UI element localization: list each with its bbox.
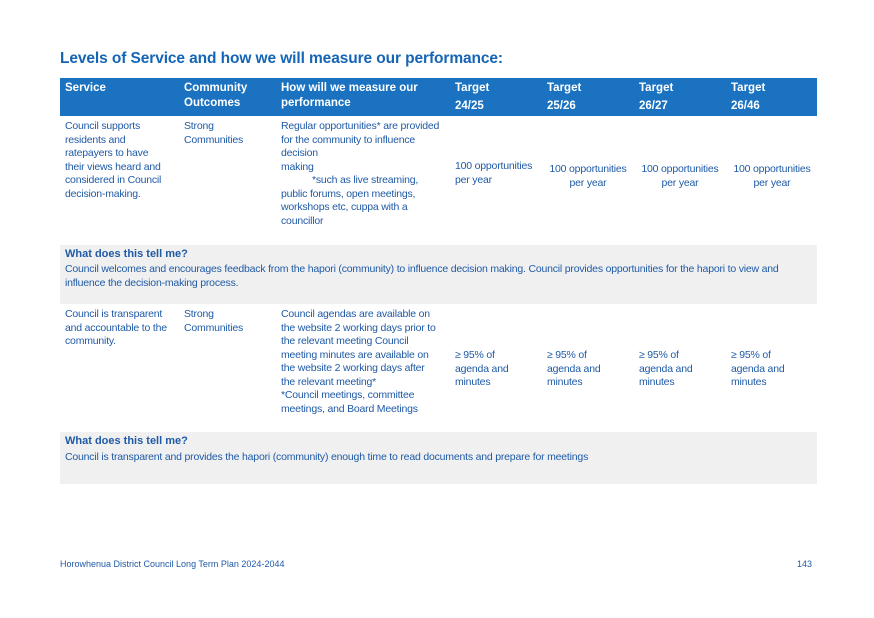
row2-outcome-line: Communities xyxy=(184,321,244,334)
row1-measure-line: making xyxy=(281,160,314,173)
row2-service-line: community. xyxy=(65,335,116,347)
row2-target-line: agenda and xyxy=(731,362,785,375)
row1-target-line: 100 opportunities xyxy=(733,163,811,175)
row2-measure-line: the relevant meeting* xyxy=(281,375,377,388)
row2-target-line: minutes xyxy=(639,376,675,388)
header-target-label: Target xyxy=(731,82,766,94)
row2-target-line: agenda and xyxy=(547,362,601,375)
row2-target-25-26: ≥ 95% of agenda and minutes xyxy=(547,349,632,390)
header-target-year: 25/26 xyxy=(547,100,576,112)
header-measure-line2: performance xyxy=(281,97,351,109)
row1-service-line: Council supports xyxy=(65,120,141,132)
header-target-year: 26/27 xyxy=(639,100,668,112)
row2-measure-line: the relevant meeting Council xyxy=(281,335,409,347)
row1-measure-line: *such as live streaming, xyxy=(312,174,419,186)
header-target-year: 24/25 xyxy=(455,100,484,112)
row1-target-26-27: 100 opportunities per year xyxy=(634,163,726,190)
row2-target-line: minutes xyxy=(547,376,583,388)
row2-target-line: ≥ 95% of xyxy=(547,349,587,361)
header-community-outcomes: Community Outcomes xyxy=(179,78,276,116)
header-target-26-27: Target 26/27 xyxy=(634,78,726,116)
row2-target-line: minutes xyxy=(731,376,767,388)
row1-measure: Regular opportunities* are provided for … xyxy=(281,120,451,228)
band1-text: Council welcomes and encourages feedback… xyxy=(65,263,779,289)
row2-target-line: ≥ 95% of xyxy=(639,349,679,361)
row1-target-line: per year xyxy=(753,176,791,189)
row1-measure-line: decision xyxy=(281,147,318,159)
row1-target-line: per year xyxy=(569,176,607,189)
row2-target-24-25: ≥ 95% of agenda and minutes xyxy=(455,349,540,390)
row2-measure-line: the website 2 working days prior to xyxy=(281,321,436,334)
header-measure-line1: How will we measure our xyxy=(281,82,418,94)
row1-target-25-26: 100 opportunities per year xyxy=(542,163,634,190)
header-service: Service xyxy=(60,78,179,116)
row1-target-line: per year xyxy=(455,173,492,186)
row1-target-line: per year xyxy=(661,176,699,189)
header-target-26-46: Target 26/46 xyxy=(726,78,817,116)
row1-measure-line: workshops etc, cuppa with a xyxy=(281,201,408,213)
header-target-24-25: Target 24/25 xyxy=(450,78,542,116)
row2-measure-line: Council agendas are available on xyxy=(281,308,430,320)
row1-service: Council supports residents and ratepayer… xyxy=(65,120,179,201)
header-measure: How will we measure our performance xyxy=(276,78,450,116)
header-outcomes-line2: Outcomes xyxy=(184,97,241,109)
info-band-1 xyxy=(60,245,817,304)
footer-page-number: 143 xyxy=(797,559,813,569)
row1-measure-line: public forums, open meetings, xyxy=(281,187,416,200)
header-target-25-26: Target 25/26 xyxy=(542,78,634,116)
row2-outcome-line: Strong xyxy=(184,308,214,320)
header-target-label: Target xyxy=(455,82,490,94)
row1-service-line: ratepayers to have xyxy=(65,147,149,159)
row1-measure-line: for the community to influence xyxy=(281,133,416,146)
band1-heading: What does this tell me? xyxy=(65,248,188,260)
row1-target-line: 100 opportunities xyxy=(549,163,627,175)
header-service-label: Service xyxy=(65,82,106,94)
row2-service: Council is transparent and accountable t… xyxy=(65,308,179,349)
row2-target-line: ≥ 95% of xyxy=(455,349,495,361)
band2-heading: What does this tell me? xyxy=(65,435,188,447)
header-outcomes-line1: Community xyxy=(184,82,248,94)
row1-outcome: Strong Communities xyxy=(184,120,274,147)
row2-target-line: agenda and xyxy=(639,362,693,375)
row2-service-line: Council is transparent xyxy=(65,308,163,320)
row1-service-line: their views heard and xyxy=(65,160,161,173)
row2-target-26-27: ≥ 95% of agenda and minutes xyxy=(639,349,724,390)
row1-measure-line: councillor xyxy=(281,214,324,227)
row1-outcome-line: Strong xyxy=(184,120,214,132)
info-band-2 xyxy=(60,432,817,484)
row1-service-line: residents and xyxy=(65,133,126,146)
row2-target-line: agenda and xyxy=(455,362,509,375)
header-target-label: Target xyxy=(547,82,582,94)
row2-service-line: and accountable to the xyxy=(65,321,167,334)
band2-text: Council is transparent and provides the … xyxy=(65,451,589,463)
row1-target-line: 100 opportunities xyxy=(455,160,533,172)
row2-target-line: minutes xyxy=(455,376,491,388)
page-title: Levels of Service and how we will measur… xyxy=(60,50,503,67)
row2-outcome: Strong Communities xyxy=(184,308,274,335)
row1-target-24-25: 100 opportunities per year xyxy=(455,160,545,187)
row2-target-line: ≥ 95% of xyxy=(731,349,771,361)
row1-target-26-46: 100 opportunities per year xyxy=(726,163,818,190)
header-target-label: Target xyxy=(639,82,674,94)
footer-document-title: Horowhenua District Council Long Term Pl… xyxy=(60,559,285,569)
row2-measure-line: meetings, and Board Meetings xyxy=(281,402,418,415)
row2-target-26-46: ≥ 95% of agenda and minutes xyxy=(731,349,816,390)
row2-measure-line: the website 2 working days after xyxy=(281,362,425,374)
header-target-year: 26/46 xyxy=(731,100,760,112)
row2-measure-line: meeting minutes are available on xyxy=(281,348,429,361)
row1-target-line: 100 opportunities xyxy=(641,163,719,175)
row1-measure-line: Regular opportunities* are provided xyxy=(281,120,440,132)
row1-service-line: considered in Council xyxy=(65,174,162,186)
row2-measure-line: *Council meetings, committee xyxy=(281,389,415,401)
row1-outcome-line: Communities xyxy=(184,133,244,146)
row2-measure: Council agendas are available on the web… xyxy=(281,308,451,416)
row1-service-line: decision-making. xyxy=(65,187,141,200)
